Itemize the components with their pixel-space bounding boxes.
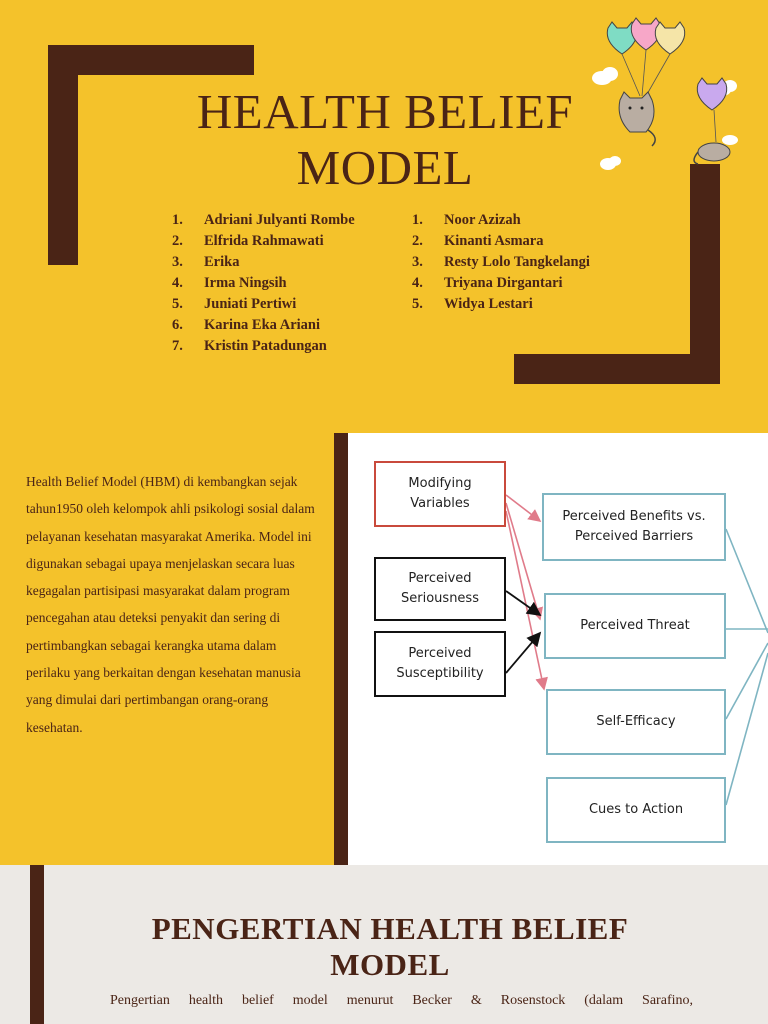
cloud-icon — [592, 67, 618, 85]
section-title: PENGERTIAN HEALTH BELIEF MODEL — [151, 911, 629, 982]
balloon-cat-icon — [654, 21, 686, 55]
cat-balloons-illustration — [592, 17, 738, 170]
diagram-arrows — [505, 494, 768, 806]
list-item: 6.Karina Eka Ariani — [172, 317, 321, 333]
slide2-divider-bar — [334, 433, 348, 865]
frame-top-left-horizontal — [48, 45, 254, 75]
perceived-benefits-box: Perceived Benefits vs.Perceived Barriers — [542, 493, 726, 561]
title-slide: HEALTH BELIEF MODEL 1.Adriani Julyanti R… — [0, 0, 768, 433]
list-item: 2.Elfrida Rahmawati — [172, 233, 324, 249]
title-line-2: MODEL — [296, 140, 474, 195]
arrow-seriousness-to-threat — [505, 590, 542, 617]
self-efficacy-box: Self-Efficacy — [546, 689, 726, 755]
arrow-cues-out — [725, 652, 768, 806]
balloon-cat-icon — [696, 77, 728, 111]
arrow-modifying-to-efficacy — [505, 510, 548, 691]
frame-bottom-right-horizontal — [514, 354, 720, 384]
list-item: 4.Triyana Dirgantari — [412, 275, 563, 291]
member-list-left: 1.Adriani Julyanti Rombe 2.Elfrida Rahma… — [172, 210, 355, 357]
arrow-modifying-to-benefits — [505, 494, 542, 522]
arrow-benefits-out — [725, 528, 768, 634]
title-line-1: HEALTH BELIEF — [196, 84, 574, 139]
list-item: 3.Erika — [172, 254, 240, 270]
list-item: 7.Kristin Patadungan — [172, 338, 327, 354]
cat-icon — [693, 142, 731, 165]
cues-to-action-box: Cues to Action — [546, 777, 726, 843]
list-item: 2.Kinanti Asmara — [412, 233, 544, 249]
definition-text: Pengertian health belief model menurut B… — [110, 993, 693, 1008]
page-title: HEALTH BELIEF MODEL — [140, 84, 630, 196]
member-list-right: 1.Noor Azizah 2.Kinanti Asmara 3.Resty L… — [412, 210, 590, 315]
frame-top-left-vertical — [48, 45, 78, 265]
hbm-description: Health Belief Model (HBM) di kembangkan … — [26, 474, 315, 735]
balloon-cat-icon — [630, 17, 662, 51]
arrow-susceptibility-to-threat — [505, 631, 542, 674]
list-item: 5.Widya Lestari — [412, 296, 533, 312]
list-item: 1.Noor Azizah — [412, 212, 521, 228]
list-item: 5.Juniati Pertiwi — [172, 296, 297, 312]
perceived-threat-box: Perceived Threat — [544, 593, 726, 659]
arrow-efficacy-out — [725, 642, 768, 720]
cat-icon — [618, 91, 656, 147]
list-item: 4.Irma Ningsih — [172, 275, 287, 291]
list-item: 3.Resty Lolo Tangkelangi — [412, 254, 590, 270]
definition-slide: PENGERTIAN HEALTH BELIEF MODEL Pengertia… — [0, 865, 768, 1024]
cloud-icon — [722, 135, 738, 145]
list-item: 1.Adriani Julyanti Rombe — [172, 212, 355, 228]
slide3-left-bar — [30, 865, 44, 1024]
arrow-modifying-to-threat — [505, 502, 543, 621]
cloud-icon — [600, 156, 621, 170]
frame-bottom-right-vertical — [690, 164, 720, 384]
